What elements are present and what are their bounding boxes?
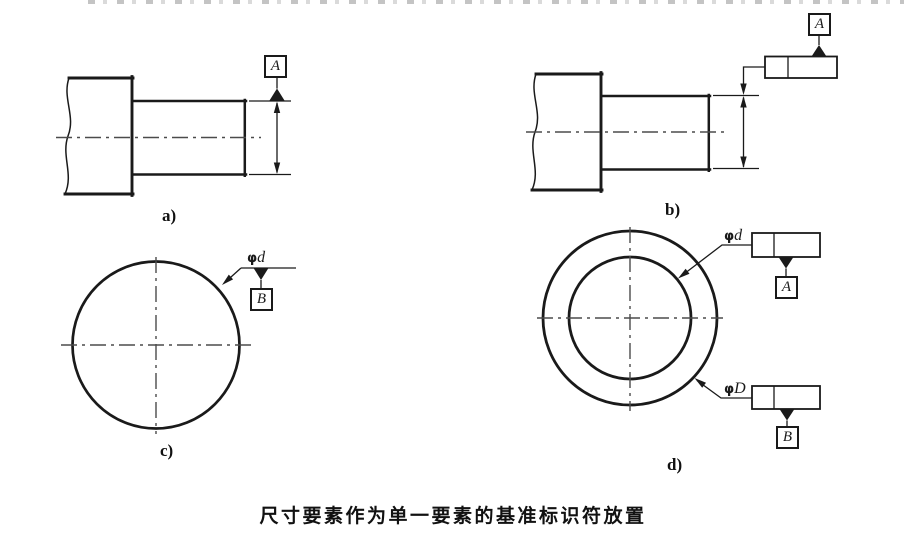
fig-a-break-line	[64, 77, 72, 195]
fig-a-label: a)	[162, 206, 177, 225]
fig-b-leader-arrow-down-icon	[740, 83, 747, 95]
fig-a-dimension-arrow-down-icon	[273, 162, 281, 174]
fig-b-dimension-arrow-up-icon	[740, 96, 747, 108]
clipped-text-row-top	[88, 0, 904, 4]
fig-d-outer-dimension-frame-box	[751, 385, 821, 410]
fig-d-outer-leader-line	[696, 379, 752, 399]
fig-b-datum-triangle-icon	[811, 45, 827, 57]
figure-d-drawing	[537, 227, 821, 427]
figure-a-drawing	[56, 75, 291, 197]
fig-a-datum-frame: A	[264, 55, 287, 78]
fig-c-leader-arrow-icon	[222, 274, 234, 285]
fig-d-outer-leader-arrow-icon	[694, 378, 706, 388]
fig-b-leader-line	[742, 66, 765, 84]
phi-symbol: φ	[247, 251, 258, 266]
fig-c-datum-letter: B	[256, 291, 267, 307]
fig-d-inner-datum-frame: A	[775, 276, 798, 299]
fig-a-dimension-arrow-up-icon	[273, 101, 281, 113]
fig-d-outer-datum-triangle-icon	[779, 409, 795, 421]
fig-d-outer-datum-letter: B	[782, 429, 793, 445]
phi-symbol: φ	[724, 382, 735, 397]
figure-b-drawing	[526, 35, 838, 193]
fig-d-outer-datum-frame: B	[776, 426, 799, 449]
phi-symbol: φ	[724, 229, 735, 244]
fig-d-inner-dimension-letter: d	[734, 227, 743, 244]
fig-b-dimension-frame-box	[764, 55, 838, 79]
fig-a-datum-triangle-icon	[269, 88, 285, 101]
figure-caption: 尺寸要素作为单一要素的基准标识符放置	[259, 506, 647, 527]
fig-b-datum-frame: A	[808, 13, 831, 36]
fig-c-datum-frame: B	[250, 288, 273, 311]
fig-d-outer-dimension-letter: D	[734, 380, 746, 397]
fig-d-inner-datum-triangle-icon	[778, 257, 794, 269]
fig-b-label: b)	[665, 200, 681, 219]
fig-c-dimension-letter: d	[257, 249, 266, 266]
fig-c-datum-triangle-icon	[253, 268, 269, 280]
fig-d-inner-dimension-label: φd	[724, 227, 742, 245]
fig-b-dimension-arrow-down-icon	[740, 156, 747, 168]
fig-d-inner-datum-letter: A	[781, 279, 792, 295]
fig-d-inner-leader-arrow-icon	[678, 268, 690, 279]
fig-b-datum-letter: A	[814, 16, 825, 32]
fig-c-dimension-label: φd	[247, 249, 265, 267]
fig-d-label: d)	[667, 455, 683, 474]
fig-c-label: c)	[160, 441, 174, 460]
fig-d-inner-dimension-frame-box	[751, 232, 821, 258]
fig-d-inner-leader-line	[681, 244, 752, 277]
fig-a-datum-letter: A	[270, 58, 281, 74]
figure-c-drawing	[61, 257, 296, 434]
fig-d-outer-dimension-label: φD	[724, 380, 746, 398]
